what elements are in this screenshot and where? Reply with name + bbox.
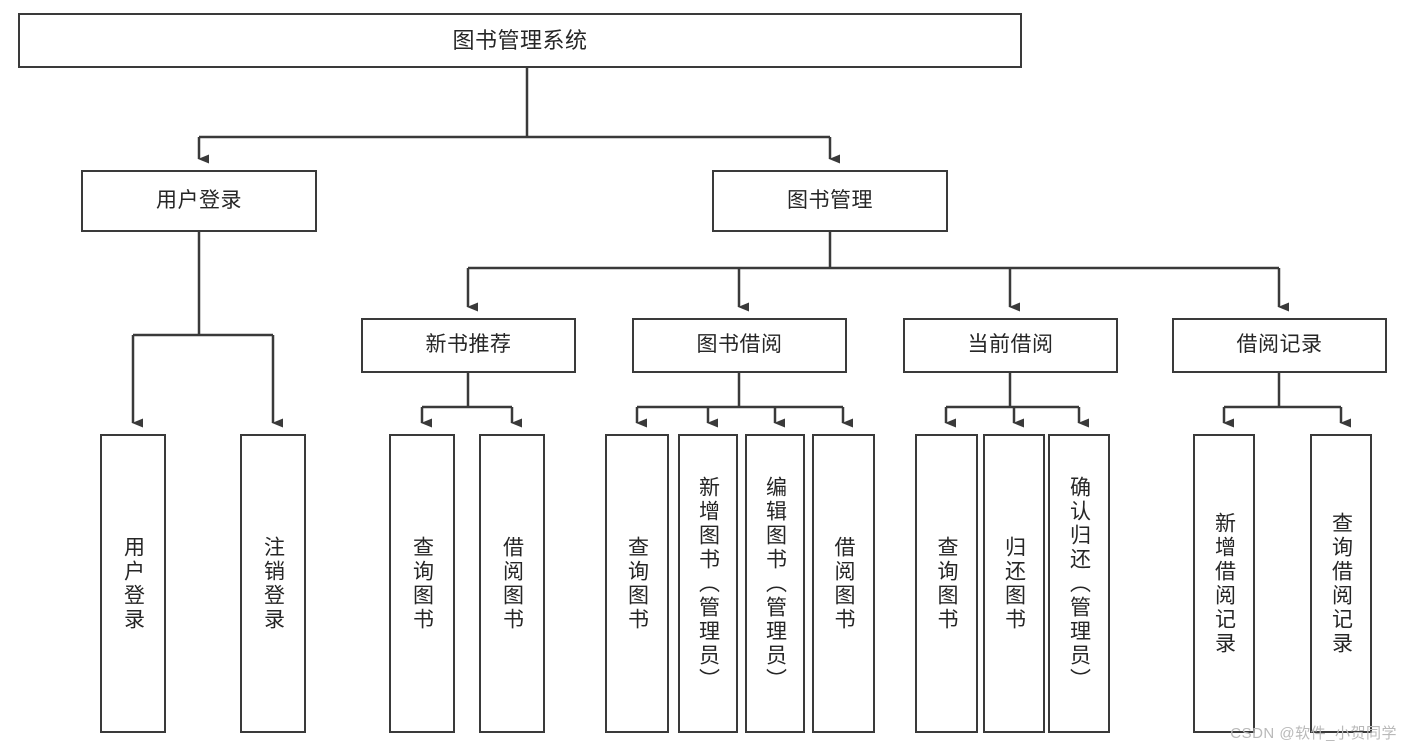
leaf-node-4-label: 借阅图书 xyxy=(500,535,524,632)
level3-node-1-label: 新书推荐 xyxy=(425,333,512,357)
leaf-node-6-label: 新增图书（管理员） xyxy=(696,475,720,692)
level2-node-1-label: 用户登录 xyxy=(156,188,242,212)
leaf-node-3-label: 查询图书 xyxy=(410,535,434,632)
leaf-node-8[interactable]: 借阅图书 xyxy=(812,434,875,733)
leaf-node-11[interactable]: 确认归还（管理员） xyxy=(1048,434,1110,733)
leaf-node-2[interactable]: 注销登录 xyxy=(240,434,306,733)
leaf-node-4[interactable]: 借阅图书 xyxy=(479,434,545,733)
level2-node-1[interactable]: 用户登录 xyxy=(81,170,317,232)
leaf-node-13-label: 查询借阅记录 xyxy=(1329,511,1353,656)
leaf-node-9-label: 查询图书 xyxy=(935,535,958,632)
leaf-node-1-label: 用户登录 xyxy=(121,535,145,632)
level3-node-4-label: 借阅记录 xyxy=(1236,333,1323,357)
leaf-node-6[interactable]: 新增图书（管理员） xyxy=(678,434,738,733)
leaf-node-7-label: 编辑图书（管理员） xyxy=(763,475,787,692)
level2-node-2[interactable]: 图书管理 xyxy=(712,170,948,232)
leaf-node-5[interactable]: 查询图书 xyxy=(605,434,669,733)
leaf-node-13[interactable]: 查询借阅记录 xyxy=(1310,434,1372,733)
leaf-node-3[interactable]: 查询图书 xyxy=(389,434,455,733)
level3-node-3-label: 当前借阅 xyxy=(967,333,1054,357)
leaf-node-9[interactable]: 查询图书 xyxy=(915,434,978,733)
leaf-node-2-label: 注销登录 xyxy=(261,535,285,632)
leaf-node-10[interactable]: 归还图书 xyxy=(983,434,1045,733)
leaf-node-8-label: 借阅图书 xyxy=(832,535,855,632)
root-node-title[interactable]: 图书管理系统 xyxy=(18,13,1022,68)
leaf-node-12-label: 新增借阅记录 xyxy=(1212,511,1236,656)
leaf-node-12[interactable]: 新增借阅记录 xyxy=(1193,434,1255,733)
level3-node-1[interactable]: 新书推荐 xyxy=(361,318,576,373)
level3-node-2[interactable]: 图书借阅 xyxy=(632,318,847,373)
level3-node-3[interactable]: 当前借阅 xyxy=(903,318,1118,373)
leaf-node-10-label: 归还图书 xyxy=(1002,535,1026,632)
level2-node-2-label: 图书管理 xyxy=(787,188,873,212)
leaf-node-1[interactable]: 用户登录 xyxy=(100,434,166,733)
level3-node-2-label: 图书借阅 xyxy=(696,333,783,357)
leaf-node-11-label: 确认归还（管理员） xyxy=(1067,475,1091,692)
root-node-title-label: 图书管理系统 xyxy=(452,27,588,53)
level3-node-4[interactable]: 借阅记录 xyxy=(1172,318,1387,373)
leaf-node-7[interactable]: 编辑图书（管理员） xyxy=(745,434,805,733)
csdn-watermark: CSDN @软件_小贺同学 xyxy=(1230,725,1397,742)
leaf-node-5-label: 查询图书 xyxy=(625,535,649,632)
